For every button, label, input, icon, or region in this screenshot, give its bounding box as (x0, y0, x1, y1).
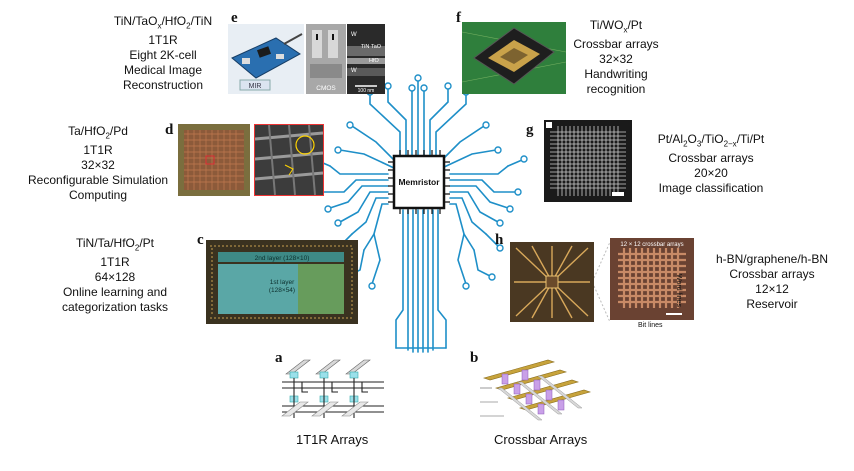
tin-label: TiN (361, 44, 369, 50)
panel-b-crossbar-schematic (478, 358, 598, 428)
bit-lines-label: Bit lines (638, 322, 663, 329)
first-layer-label: 1st layer (270, 279, 295, 286)
first-layer-size-label: (128×54) (269, 287, 295, 294)
crossbar-title-label: 12 × 12 crossbar arrays (620, 242, 683, 248)
panel-g-letter: g (526, 122, 534, 138)
panel-f-caption: Ti/WOx/Pt Crossbar arrays 32×32 Handwrit… (568, 18, 664, 97)
panel-b-letter: b (470, 350, 479, 366)
panel-h-crossbar-photo: 12 × 12 crossbar arrays (610, 238, 694, 320)
cmos-label: CMOS (316, 85, 336, 92)
panel-a-letter: a (275, 350, 283, 366)
word-lines-label: Word lines (675, 274, 682, 307)
panel-d-caption: Ta/HfO2/Pd 1T1R 32×32 Reconfigurable Sim… (28, 124, 169, 203)
tao-label: TaO (371, 44, 382, 50)
memristor-chip: Memristor (388, 150, 450, 214)
panel-c-letter: c (197, 232, 204, 248)
scale-bar-label: 100 nm (358, 88, 375, 94)
mir-label: MIR (249, 83, 262, 90)
panel-f-stack: Ti/WOx/Pt (589, 18, 643, 35)
panel-g-stack: Pt/Al2O3/TiO2−x/Ti/Pt (657, 132, 765, 149)
panel-e-tem-stack: W TiN TaO HfO W 100 nm (347, 24, 385, 94)
circuit-tree: Memristor (310, 74, 528, 353)
panel-g-array-photo (544, 120, 632, 202)
panel-h-letter: h (495, 232, 504, 248)
panel-b-title: Crossbar Arrays (494, 432, 588, 447)
panel-d-stack: Ta/HfO2/Pd (68, 124, 128, 141)
panel-e-stack: TiN/TaOx/HfO2/TiN (113, 14, 213, 31)
panel-c-chip-photo: 2nd layer (128×10) 1st layer (128×54) (206, 240, 358, 324)
panel-a-1t1r-schematic (280, 356, 390, 424)
panel-e-caption: TiN/TaOx/HfO2/TiN 1T1R Eight 2K-cell Med… (98, 14, 228, 93)
panel-e-board-photo: MIR (228, 24, 304, 94)
panel-e-tem-cmos: CMOS (306, 24, 346, 94)
panel-g-caption: Pt/Al2O3/TiO2−x/Ti/Pt Crossbar arrays 20… (636, 132, 786, 196)
second-layer-label: 2nd layer (128×10) (255, 255, 310, 262)
w-label-2: W (351, 68, 357, 74)
w-label-1: W (351, 32, 357, 38)
memristor-label: Memristor (398, 177, 440, 187)
panel-h-caption: h-BN/graphene/h-BN Crossbar arrays 12×12… (715, 252, 829, 311)
panel-f-chip-photo (462, 22, 566, 94)
panel-f-letter: f (456, 10, 461, 26)
panel-a-title: 1T1R Arrays (296, 432, 369, 447)
panel-c-caption: TiN/Ta/HfO2/Pt 1T1R 64×128 Online learni… (40, 236, 190, 315)
panel-h-chip-photo (510, 242, 594, 322)
panel-d-letter: d (165, 122, 174, 138)
hfo-label: HfO (369, 58, 380, 64)
panel-d-sem-photo (254, 124, 324, 196)
panel-d-array-photo (178, 124, 250, 196)
panel-h-zoom-lines (593, 241, 611, 323)
panel-c-stack: TiN/Ta/HfO2/Pt (75, 236, 155, 253)
panel-e-letter: e (231, 10, 238, 26)
